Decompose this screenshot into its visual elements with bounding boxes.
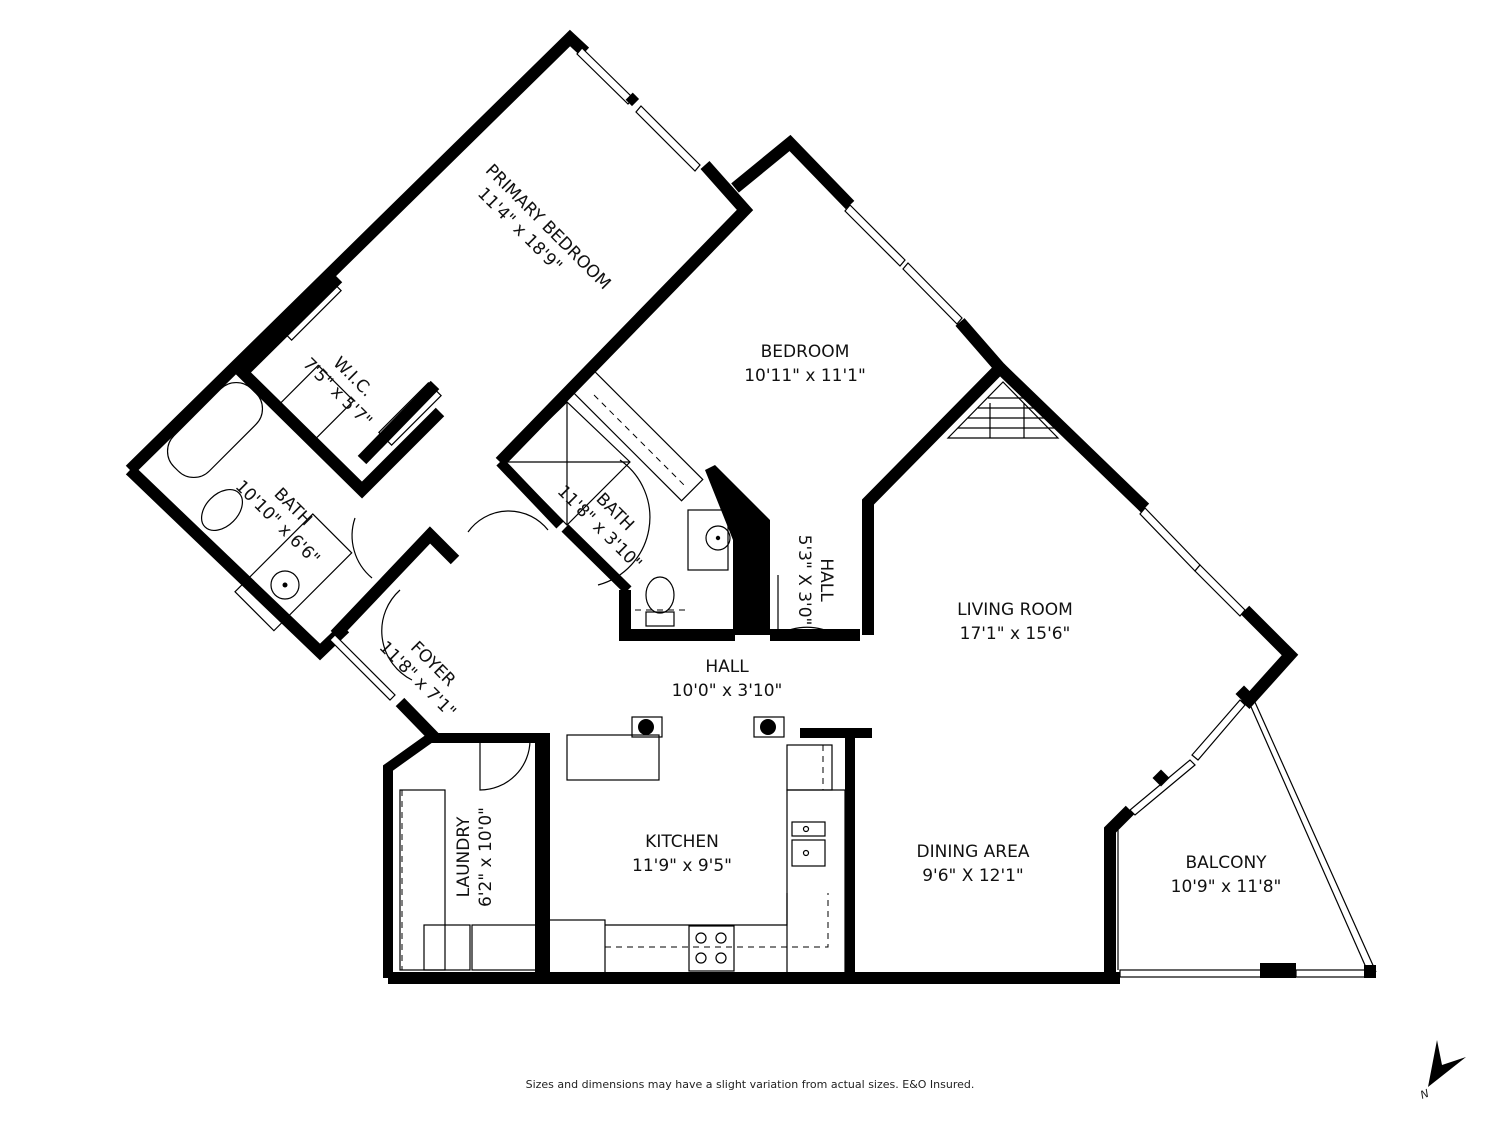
svg-text:11'9" x 9'5": 11'9" x 9'5" bbox=[632, 856, 732, 876]
svg-text:HALL: HALL bbox=[816, 558, 836, 602]
svg-text:HALL: HALL bbox=[705, 657, 749, 677]
label-laundry: LAUNDRY 6'2" x 10'0" bbox=[454, 807, 496, 907]
exterior-walls bbox=[125, 29, 1299, 984]
svg-text:LAUNDRY: LAUNDRY bbox=[454, 816, 474, 897]
label-primary-bedroom: PRIMARY BEDROOM 11'4" x 18'9" bbox=[473, 161, 614, 294]
label-living-room: LIVING ROOM 17'1" x 15'6" bbox=[957, 600, 1073, 644]
label-hall-small: HALL 5'3" X 3'0" bbox=[794, 535, 836, 626]
svg-text:LIVING ROOM: LIVING ROOM bbox=[957, 600, 1073, 620]
svg-text:17'1" x 15'6": 17'1" x 15'6" bbox=[960, 624, 1071, 644]
windows bbox=[329, 47, 1376, 978]
svg-text:10'9" x 11'8": 10'9" x 11'8" bbox=[1171, 877, 1282, 897]
svg-text:10'11" x 11'1": 10'11" x 11'1" bbox=[744, 366, 866, 386]
fixtures bbox=[166, 277, 1060, 976]
label-bedroom: BEDROOM 10'11" x 11'1" bbox=[744, 342, 866, 386]
label-bath-2: BATH 11'8" x 3'10" bbox=[553, 482, 645, 574]
disclaimer: Sizes and dimensions may have a slight v… bbox=[525, 1078, 975, 1091]
svg-text:PRIMARY BEDROOM: PRIMARY BEDROOM bbox=[481, 161, 614, 294]
label-kitchen: KITCHEN 11'9" x 9'5" bbox=[632, 832, 732, 876]
label-balcony: BALCONY 10'9" x 11'8" bbox=[1171, 853, 1282, 897]
svg-text:BALCONY: BALCONY bbox=[1185, 853, 1267, 873]
svg-text:5'3" X 3'0": 5'3" X 3'0" bbox=[794, 535, 814, 626]
label-bath-1: BATH 10'10" x 6'6" bbox=[231, 477, 323, 569]
label-dining-area: DINING AREA 9'6" X 12'1" bbox=[917, 842, 1030, 886]
north-arrow-icon: N bbox=[1419, 1040, 1466, 1102]
svg-text:6'2" x 10'0": 6'2" x 10'0" bbox=[476, 807, 496, 907]
label-foyer: FOYER 11'8" x 7'1" bbox=[375, 637, 460, 722]
svg-text:KITCHEN: KITCHEN bbox=[645, 832, 719, 852]
svg-text:10'0" x 3'10": 10'0" x 3'10" bbox=[672, 681, 783, 701]
label-hall: HALL 10'0" x 3'10" bbox=[672, 657, 783, 701]
balcony-railing bbox=[1112, 699, 1377, 973]
svg-text:BEDROOM: BEDROOM bbox=[761, 342, 850, 362]
stairs bbox=[946, 381, 1060, 439]
svg-text:9'6" X 12'1": 9'6" X 12'1" bbox=[922, 866, 1024, 886]
label-wic: W.I.C. 7'5" x 5'7" bbox=[299, 353, 377, 431]
svg-text:DINING AREA: DINING AREA bbox=[917, 842, 1030, 862]
